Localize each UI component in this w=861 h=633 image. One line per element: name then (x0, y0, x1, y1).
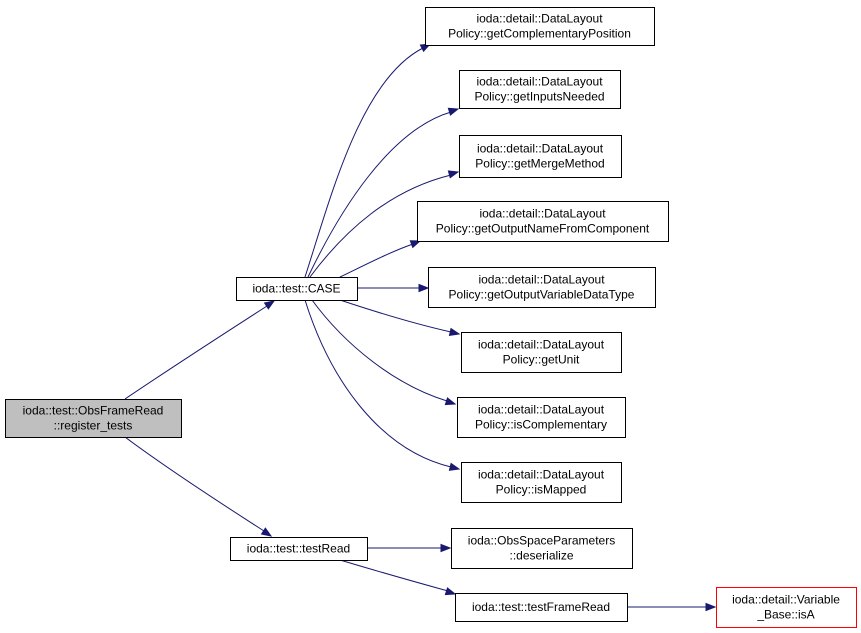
arrowhead-icon (448, 327, 461, 336)
node-box (455, 593, 628, 622)
arrowhead-icon (260, 527, 273, 537)
node-getmerge[interactable]: ioda::detail::DataLayoutPolicy::getMerge… (459, 135, 622, 178)
edge-frameread-to-isa (627, 602, 717, 612)
node-getcomp[interactable]: ioda::detail::DataLayoutPolicy::getCompl… (425, 7, 655, 46)
node-box (716, 587, 857, 628)
arrowhead-icon (447, 107, 460, 116)
node-box (428, 267, 656, 308)
arrowhead-icon (418, 283, 430, 293)
edge-line (339, 559, 449, 592)
arrowhead-icon (440, 543, 452, 553)
edge-testread-to-frameread (339, 559, 457, 596)
node-label: ioda::test::testFrameRead (472, 600, 610, 614)
edge-case-to-getunit (339, 299, 461, 336)
arrowhead-icon (444, 587, 457, 596)
edge-root-to-case (124, 300, 276, 400)
arrowhead-icon (448, 462, 461, 471)
edge-line (339, 243, 414, 278)
node-label: ioda::detail::DataLayout (479, 207, 606, 221)
node-isa[interactable]: ioda::detail::Variable_Base::isA (716, 587, 857, 628)
node-getinputs[interactable]: ioda::detail::DataLayoutPolicy::getInput… (459, 70, 621, 109)
node-box (236, 277, 358, 301)
node-label: Policy::getMergeMethod (475, 157, 604, 171)
node-label: Policy::getInputsNeeded (474, 90, 604, 104)
node-box (461, 332, 622, 373)
node-case[interactable]: ioda::test::CASE (236, 277, 358, 301)
edge-root-to-testread (124, 436, 273, 537)
edge-line (124, 305, 268, 400)
node-label: Policy::isComplementary (475, 418, 607, 432)
node-label: Policy::getOutputVariableDataType (449, 288, 635, 302)
node-box (417, 201, 669, 242)
edge-case-to-getoutname (339, 240, 422, 278)
node-label: ioda::detail::DataLayout (476, 75, 603, 89)
node-iscomp[interactable]: ioda::detail::DataLayoutPolicy::isComple… (457, 397, 626, 438)
node-deser[interactable]: ioda::ObsSpaceParameters::deserialize (451, 528, 633, 569)
edge-case-to-getmerge (309, 170, 460, 278)
node-label: ioda::detail::DataLayout (478, 403, 605, 417)
node-getoutvar[interactable]: ioda::detail::DataLayoutPolicy::getOutpu… (428, 267, 656, 308)
edge-case-to-iscomp (311, 299, 457, 406)
node-label: ioda::detail::DataLayout (478, 468, 605, 482)
node-label: ioda::detail::DataLayout (477, 142, 604, 156)
node-label: ::register_tests (54, 419, 133, 433)
edge-case-to-ismapped (304, 299, 461, 471)
node-box (457, 397, 626, 438)
edge-line (339, 299, 452, 333)
node-box (425, 7, 655, 46)
node-label: _Base::isA (756, 608, 814, 622)
node-box (5, 399, 182, 438)
edges (124, 43, 717, 612)
edge-line (304, 299, 452, 468)
edge-line (311, 299, 448, 402)
edge-case-to-getoutvar (357, 283, 430, 293)
edge-case-to-getinputs (307, 107, 460, 278)
arrowhead-icon (444, 397, 457, 406)
edge-line (307, 111, 452, 278)
arrowhead-icon (409, 240, 422, 249)
node-root[interactable]: ioda::test::ObsFrameRead::register_tests (5, 399, 182, 438)
node-label: ioda::detail::DataLayout (478, 273, 605, 287)
arrowhead-icon (447, 170, 460, 179)
node-label: ioda::ObsSpaceParameters (468, 534, 615, 548)
node-testread[interactable]: ioda::test::testRead (230, 537, 368, 561)
node-label: ioda::test::ObsFrameRead (23, 404, 164, 418)
edge-testread-to-deser (367, 543, 452, 553)
node-label: Policy::getComplementaryPosition (448, 27, 631, 41)
node-label: ::deserialize (509, 549, 573, 563)
node-label: ioda::detail::DataLayout (476, 12, 603, 26)
node-getoutname[interactable]: ioda::detail::DataLayoutPolicy::getOutpu… (417, 201, 669, 242)
node-box (459, 135, 622, 178)
edge-line (304, 47, 424, 278)
nodes: ioda::test::ObsFrameRead::register_tests… (5, 7, 857, 628)
node-label: ioda::detail::Variable (732, 593, 840, 607)
node-label: ioda::test::testRead (247, 542, 350, 556)
edge-line (309, 174, 452, 278)
node-label: ioda::test::CASE (252, 282, 340, 296)
arrowhead-icon (705, 602, 717, 612)
node-label: Policy::getUnit (503, 353, 580, 367)
edge-line (124, 436, 265, 532)
node-box (451, 528, 633, 569)
node-label: Policy::getOutputNameFromComponent (436, 222, 650, 236)
node-box (461, 462, 622, 503)
node-label: Policy::isMapped (496, 483, 587, 497)
node-label: ioda::detail::DataLayout (478, 338, 605, 352)
node-box (459, 70, 621, 109)
node-box (230, 537, 368, 561)
arrowhead-icon (263, 300, 276, 310)
node-frameread[interactable]: ioda::test::testFrameRead (455, 593, 628, 622)
